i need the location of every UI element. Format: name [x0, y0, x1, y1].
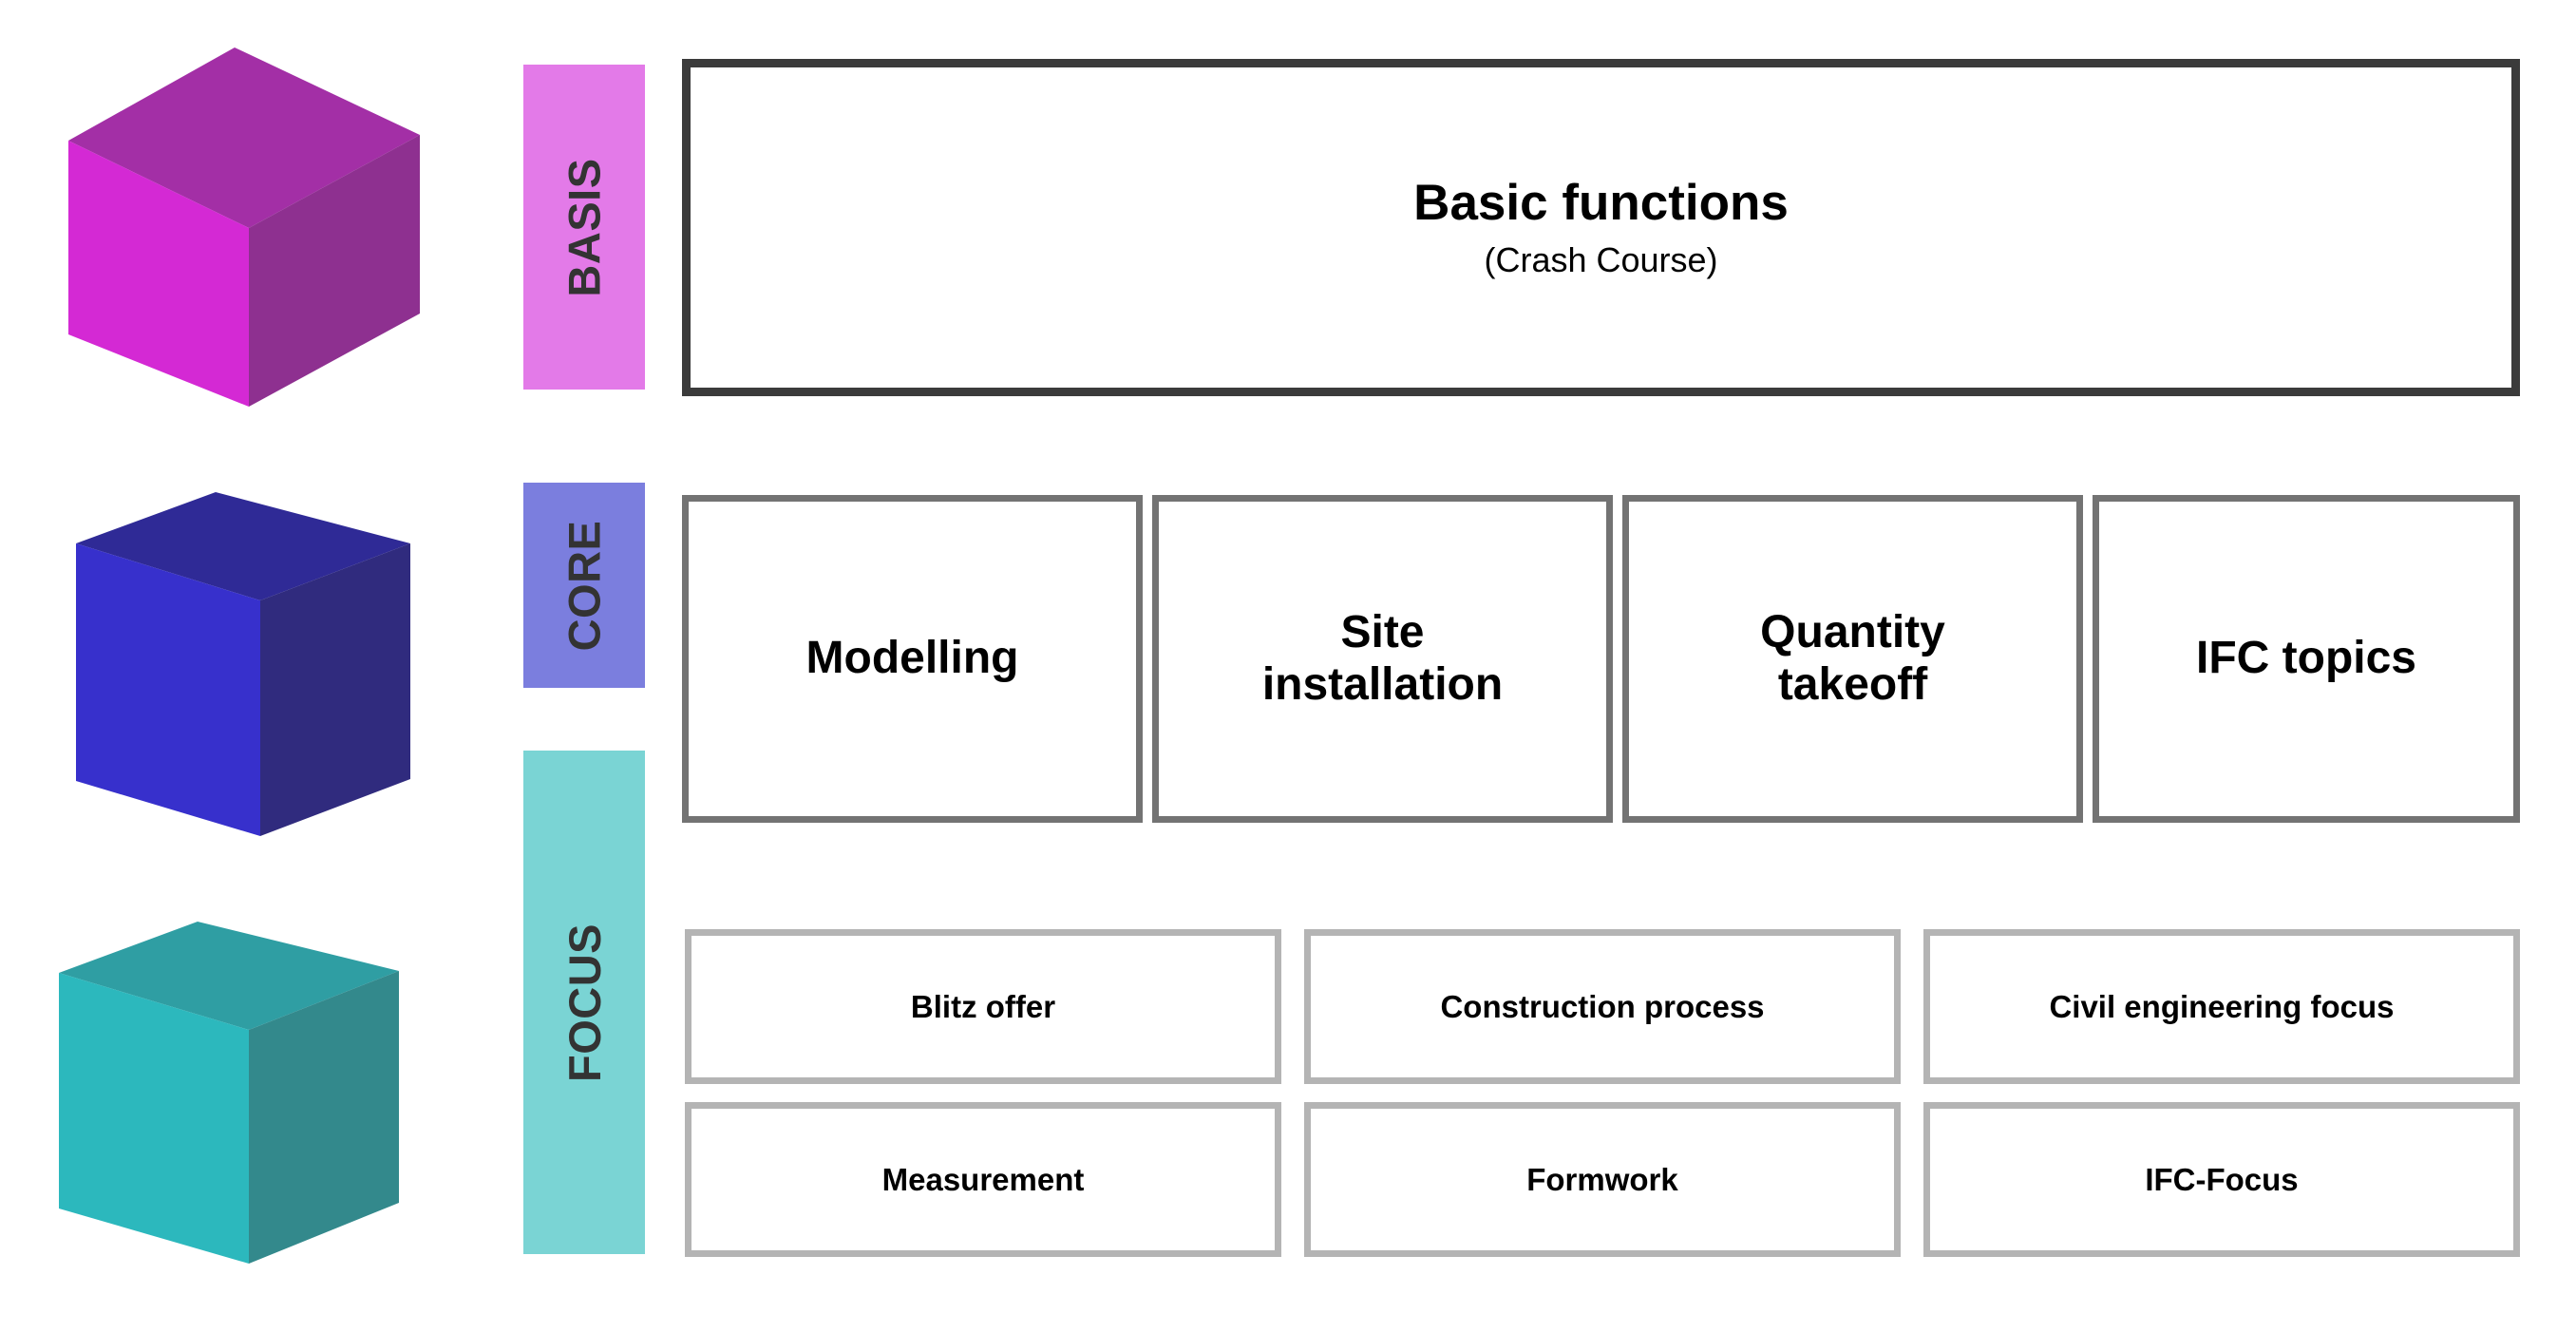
box-ifc-focus-title: IFC-Focus: [2145, 1161, 2299, 1197]
box-measurement-title: Measurement: [881, 1161, 1085, 1197]
box-formwork[interactable]: Formwork: [1304, 1102, 1901, 1257]
box-measurement[interactable]: Measurement: [685, 1102, 1281, 1257]
teal-cube: [46, 912, 416, 1273]
box-blitz-offer-title: Blitz offer: [910, 988, 1056, 1024]
box-basic-functions[interactable]: Basic functions (Crash Course): [682, 59, 2520, 396]
box-blitz-offer[interactable]: Blitz offer: [685, 929, 1281, 1084]
magenta-cube: [59, 38, 429, 409]
box-construction-process[interactable]: Construction process: [1304, 929, 1901, 1084]
label-bar-focus: FOCUS: [523, 751, 645, 1254]
blue-cube: [59, 485, 429, 846]
box-construction-process-title: Construction process: [1440, 988, 1765, 1024]
box-ifc-topics-title: IFC topics: [2195, 633, 2416, 684]
label-bar-basis: BASIS: [523, 65, 645, 390]
box-formwork-title: Formwork: [1526, 1161, 1678, 1197]
box-civil-engineering-focus[interactable]: Civil engineering focus: [1923, 929, 2520, 1084]
box-basic-functions-title: Basic functions: [1413, 174, 1789, 231]
label-bar-basis-text: BASIS: [559, 157, 610, 297]
label-bar-core-text: CORE: [559, 520, 610, 651]
box-civil-engineering-focus-title: Civil engineering focus: [2049, 988, 2395, 1024]
label-bar-focus-text: FOCUS: [559, 923, 610, 1082]
box-basic-functions-subtitle: (Crash Course): [1484, 240, 1718, 280]
box-modelling[interactable]: Modelling: [682, 495, 1143, 823]
box-ifc-topics[interactable]: IFC topics: [2093, 495, 2520, 823]
box-modelling-title: Modelling: [805, 633, 1019, 684]
label-bar-core: CORE: [523, 483, 645, 688]
box-ifc-focus[interactable]: IFC-Focus: [1923, 1102, 2520, 1257]
